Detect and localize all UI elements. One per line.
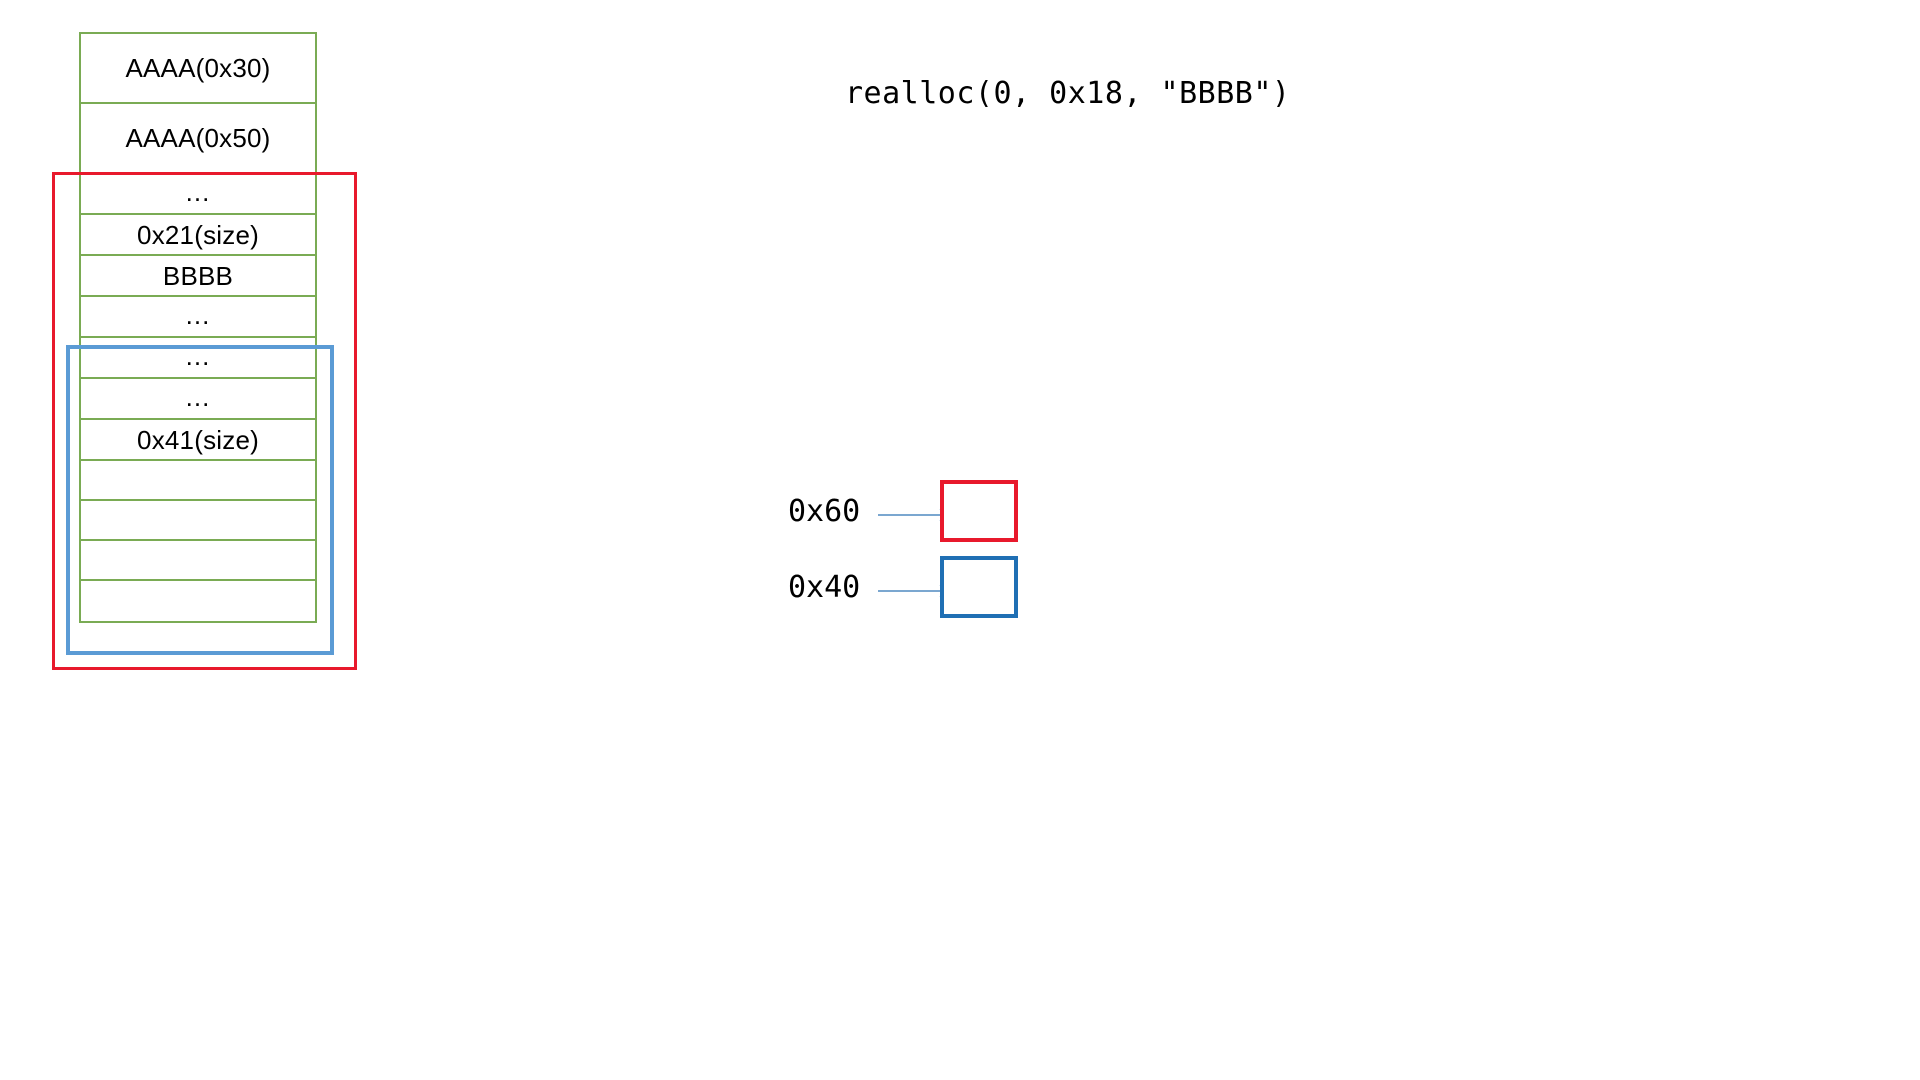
region-highlight-0x40: [66, 345, 334, 655]
legend-address-label: 0x60: [788, 494, 861, 529]
region-highlight-0x60: [52, 172, 357, 670]
legend-address-label: 0x40: [788, 570, 861, 605]
memory-row-label: AAAA(0x30): [125, 53, 271, 83]
call-expression-title: realloc(0, 0x18, "BBBB"): [845, 76, 1291, 111]
memory-row-label: ...: [185, 340, 211, 371]
memory-row: 0x41(size): [81, 420, 315, 461]
memory-row-label: ...: [185, 176, 211, 207]
legend-item: 0x40: [780, 556, 1200, 626]
memory-row: ...: [81, 297, 315, 338]
memory-row: [81, 501, 315, 541]
heap-memory-table: AAAA(0x30) AAAA(0x50)... 0x21(size) BBBB...…: [79, 32, 317, 623]
memory-row: BBBB: [81, 256, 315, 297]
memory-row: [81, 461, 315, 501]
memory-row: [81, 541, 315, 581]
memory-row: ...: [81, 174, 315, 215]
memory-row: ...: [81, 338, 315, 379]
memory-row: 0x21(size): [81, 215, 315, 256]
memory-row-label: ...: [185, 299, 211, 330]
memory-row-label: 0x21(size): [137, 219, 259, 250]
legend-item: 0x60: [780, 480, 1200, 550]
memory-row: ...: [81, 379, 315, 420]
memory-row: AAAA(0x50): [81, 104, 315, 174]
memory-row-label: AAAA(0x50): [125, 123, 271, 153]
legend: 0x60 0x40: [780, 480, 1200, 650]
memory-row: AAAA(0x30): [81, 34, 315, 104]
legend-color-swatch: [940, 556, 1018, 618]
memory-row-label: BBBB: [162, 260, 234, 291]
memory-row-label: ...: [185, 381, 211, 412]
legend-color-swatch: [940, 480, 1018, 542]
memory-row-label: 0x41(size): [137, 424, 259, 455]
